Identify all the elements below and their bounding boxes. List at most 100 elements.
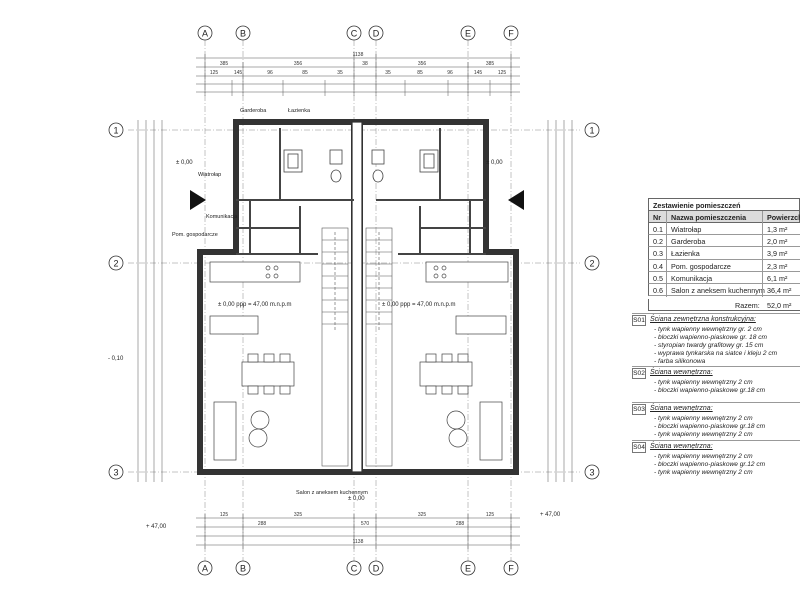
grid-bubble-col-f-top: F: [503, 25, 519, 41]
wall-layer: - tynk wapienny wewnętrzny 2 cm: [654, 469, 753, 476]
level-mark-plus-right: + 47,00: [540, 512, 561, 518]
room-area: 36,4 m²: [767, 286, 792, 295]
dimension-text: 35: [385, 70, 391, 76]
dimension-text: 288: [258, 521, 267, 527]
grid-col-label: B: [240, 564, 246, 574]
grid-bubble-col-d-bottom: D: [368, 560, 384, 576]
wall-layer: - tynk wapienny wewnętrzny 2 cm: [654, 415, 753, 422]
dimension-texts-bottom: 125 325 325 125 288 570 288 1138: [220, 512, 495, 545]
dimension-text: 125: [486, 512, 495, 518]
dimension-text: 356: [418, 61, 427, 67]
wall-layer: - tynk wapienny wewnętrzny gr. 2 cm: [654, 326, 762, 333]
table-row: 0.6 Salon z aneksem kuchennym 36,4 m²: [648, 284, 800, 297]
wall-layer: - bloczki wapienno-piaskowe gr. 18 cm: [654, 334, 767, 341]
grid-bubble-col-e-bottom: E: [460, 560, 476, 576]
wall-title: Ściana zewnętrzna konstrukcyjna:: [650, 316, 756, 323]
wall-spec-s02: S02 Ściana wewnętrzna: - tynk wapienny w…: [632, 366, 800, 401]
dimension-text-overall: 1138: [353, 539, 364, 545]
room-nr: 0.5: [653, 273, 663, 283]
room-label-salon: Salon z aneksem kuchennym: [296, 490, 368, 496]
dimension-text: 325: [418, 512, 427, 518]
grid-col-label: F: [508, 564, 514, 574]
dining-tables: [241, 353, 473, 395]
dimension-text: 125: [220, 512, 229, 518]
grid-row-label: 2: [589, 259, 594, 269]
entrance-arrows: [190, 190, 524, 210]
wall-spec-s01: S01 Ściana zewnętrzna konstrukcyjna: - t…: [632, 313, 800, 365]
table-row: 0.1 Wiatrołap 1,3 m²: [648, 223, 800, 236]
room-name: Garderoba: [671, 237, 706, 247]
dimension-lines-top: [196, 54, 520, 96]
wall-layer: - tynk wapienny wewnętrzny 2 cm: [654, 379, 753, 386]
grid-bubbles: A B C D E F A B C D E F 1 2 3 1 2 3: [108, 25, 600, 576]
dimension-text: 125: [498, 70, 507, 76]
grid-bubble-row-3-right: 3: [584, 464, 600, 480]
wall-layer: - bloczki wapienno-piaskowe gr.18 cm: [654, 423, 766, 430]
level-mark-zero-right: ± 0,00: [486, 160, 503, 166]
table-divider: [666, 211, 667, 297]
table-row: 0.2 Garderoba 2,0 m²: [648, 235, 800, 248]
level-mark-floor-right: ± 0,00 ppp = 47,00 m.n.p.m: [382, 302, 456, 308]
wall-code: S01: [632, 315, 646, 326]
dimension-text: 38: [362, 61, 368, 67]
grid-bubble-col-b-bottom: B: [235, 560, 251, 576]
grid-bubble-col-e-top: E: [460, 25, 476, 41]
level-mark-plus-left: + 47,00: [146, 524, 167, 530]
table-divider: [762, 211, 763, 297]
dimension-text: 385: [220, 61, 229, 67]
kitchen-counters: [209, 261, 509, 335]
grid-bubble-col-f-bottom: F: [503, 560, 519, 576]
grid-bubble-row-1-left: 1: [108, 122, 124, 138]
dimension-text-overall: 1138: [353, 52, 364, 58]
room-schedule-title: Zestawienie pomieszczeń: [648, 198, 800, 211]
grid-row-label: 1: [113, 126, 118, 136]
room-schedule-header: Nr Nazwa pomieszczenia Powierzchnia: [648, 211, 800, 223]
wall-layer: - farba silikonowa: [654, 358, 706, 365]
wall-layer: - tynk wapienny wewnętrzny 2 cm: [654, 431, 753, 438]
wall-title: Ściana wewnętrzna:: [650, 405, 713, 412]
grid-col-label: E: [465, 29, 471, 39]
room-label-lazienka: Łazienka: [288, 108, 311, 114]
room-labels: Garderoba Łazienka Wiatrołap Komunikacja…: [172, 108, 368, 496]
room-nr: 0.4: [653, 261, 663, 271]
grid-bubble-col-c-top: C: [346, 25, 362, 41]
room-area: 2,0 m²: [767, 237, 788, 247]
header-nr: Nr: [653, 213, 661, 222]
entrance-arrow-right: [508, 190, 524, 210]
grid-bubble-col-d-top: D: [368, 25, 384, 41]
room-area: 2,3 m²: [767, 261, 788, 271]
level-mark-zero-bottom: ± 0,00: [348, 496, 365, 502]
dimension-text: 385: [486, 61, 495, 67]
dimension-text: 85: [417, 70, 423, 76]
staircase-right: [365, 227, 393, 467]
level-mark-zero-left: ± 0,00: [176, 160, 193, 166]
wall-layer: - bloczki wapienno-piaskowe gr.18 cm: [654, 387, 766, 394]
staircase-left: [321, 227, 349, 467]
wall-layer: - bloczki wapienno-piaskowe gr.12 cm: [654, 461, 766, 468]
dimension-text: 96: [267, 70, 273, 76]
entrance-arrow-left: [190, 190, 206, 210]
room-area: 6,1 m²: [767, 273, 788, 283]
room-area: 3,9 m²: [767, 249, 788, 259]
dimension-lines-bottom: [196, 514, 520, 549]
dimension-text: 85: [302, 70, 308, 76]
wall-title: Ściana wewnętrzna:: [650, 369, 713, 376]
table-row: 0.3 Łazienka 3,9 m²: [648, 247, 800, 260]
grid-bubble-col-a-top: A: [197, 25, 213, 41]
room-area: 1,3 m²: [767, 225, 788, 234]
wall-code: S03: [632, 404, 646, 415]
level-mark-floor-left: ± 0,00 ppp = 47,00 m.n.p.m: [218, 302, 292, 308]
total-value: 52,0 m²: [767, 301, 792, 310]
grid-bubble-row-1-right: 1: [584, 122, 600, 138]
dimension-text: 35: [337, 70, 343, 76]
room-nr: 0.6: [653, 286, 663, 295]
wall-layer: - styropian twardy grafitowy gr. 15 cm: [654, 342, 764, 349]
grid-bubble-col-a-bottom: A: [197, 560, 213, 576]
grid-col-label: A: [202, 29, 208, 39]
room-nr: 0.2: [653, 237, 663, 247]
grid-col-label: F: [508, 29, 514, 39]
dimension-text: 325: [294, 512, 303, 518]
wall-code: S04: [632, 442, 646, 453]
grid-col-label: A: [202, 564, 208, 574]
dimension-text: 145: [234, 70, 243, 76]
